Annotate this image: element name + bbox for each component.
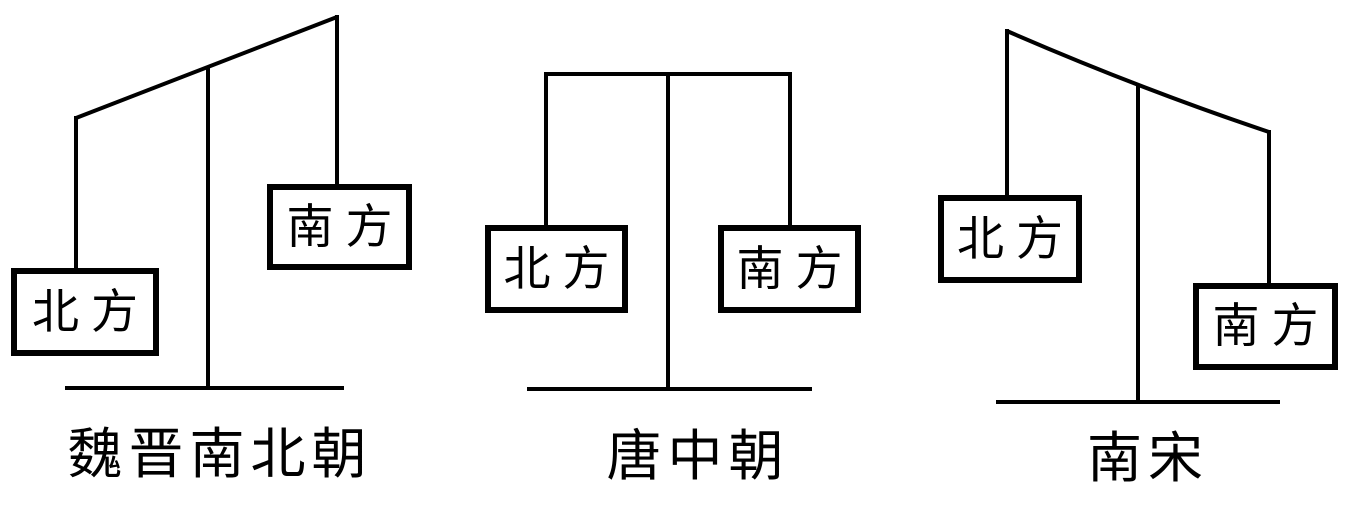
nansong-north-label: 北方 [957,211,1075,267]
scale-weijin-frame [65,15,344,390]
nansong-south-weight-box: 南方 [1193,283,1338,370]
tang-north-weight-box: 北方 [485,225,628,313]
weijin-north-weight-box: 北方 [11,268,159,356]
weijin-south-weight-box: 南方 [267,184,412,270]
weijin-period-label: 魏晋南北朝 [67,422,373,486]
tang-north-label: 北方 [503,241,622,297]
weijin-south-label: 南方 [286,199,405,255]
nansong-period-label: 南宋 [1086,426,1209,490]
scale-tang-frame [527,72,812,391]
tang-south-weight-box: 南方 [718,225,861,313]
nansong-south-label: 南方 [1212,299,1331,354]
weijin-north-label: 北方 [32,284,150,340]
scale-nansong-frame [996,29,1280,404]
tang-south-label: 南方 [736,241,855,297]
tang-period-label: 唐中朝 [606,424,790,488]
nansong-north-weight-box: 北方 [938,195,1082,283]
